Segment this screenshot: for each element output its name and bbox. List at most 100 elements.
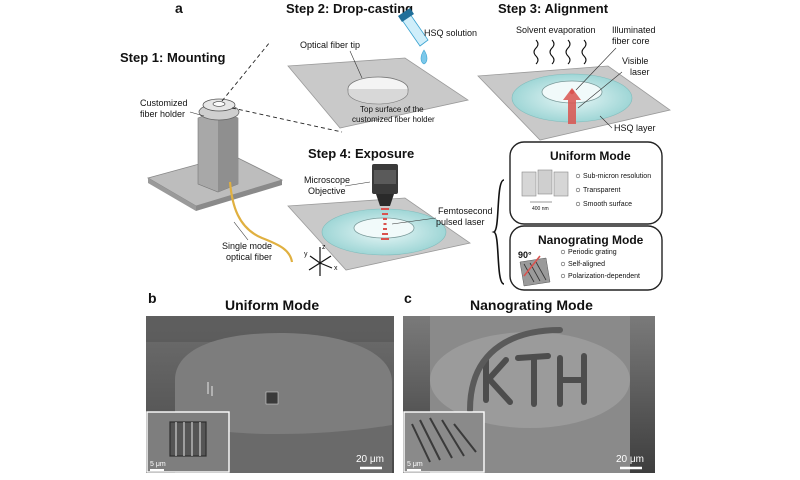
sem-c-scale-label: 20 μm	[616, 454, 644, 465]
evaporation-waves	[533, 39, 587, 65]
step3-layer-label: HSQ layer	[614, 123, 656, 133]
step3-laser-label-2: laser	[630, 67, 650, 77]
nanograting-item-1: Periodic grating	[568, 249, 617, 256]
fiber-label-1: Single mode	[222, 241, 272, 251]
wave-2	[549, 39, 555, 65]
uniform-bullet-3	[575, 201, 581, 207]
laser-dash-7	[381, 238, 389, 240]
step4-objective-label-2: Objective	[308, 186, 346, 196]
uniform-block-3	[553, 171, 569, 197]
step1-title: Step 1: Mounting	[120, 50, 225, 65]
holder-leader	[189, 111, 205, 117]
uniform-block-2	[537, 169, 553, 195]
microscope-objective	[372, 164, 398, 206]
nanograting-structure-icon	[519, 255, 551, 287]
step2-solution-label: HSQ solution	[424, 28, 477, 38]
mode-brace	[491, 179, 505, 285]
step3-layer-leader	[599, 115, 613, 129]
step2-surface-label-2: customized fiber holder	[352, 115, 435, 124]
panel-label-a: a	[175, 0, 183, 16]
step3-core-label-1: Illuminated	[612, 25, 656, 35]
objective-nose	[376, 194, 394, 206]
nanograting-item-2: Self-aligned	[568, 261, 605, 268]
inset-grating-5	[453, 423, 477, 453]
step2-tip-label: Optical fiber tip	[300, 40, 360, 50]
fiber-cable	[228, 181, 294, 263]
inset-grating-1	[411, 423, 431, 463]
holder-label-1: Customized	[140, 98, 188, 108]
uniform-bullet-2	[575, 187, 581, 193]
step2-tip-side	[347, 89, 409, 105]
mount-base-edge-right	[196, 180, 282, 211]
holder-label-2: fiber holder	[140, 109, 185, 119]
polarization-arrow	[523, 255, 541, 277]
step4-objective-leader	[344, 181, 371, 187]
zoom-line-top	[221, 41, 271, 102]
axes-gizmo	[308, 247, 333, 276]
zoom-line-bottom	[231, 107, 343, 133]
step4-laser-leader	[391, 217, 437, 225]
grating-line-3	[535, 261, 547, 281]
laser-dash-3	[383, 218, 387, 220]
step4-objective-label-1: Microscope	[304, 175, 350, 185]
uniform-block-1	[521, 171, 537, 197]
nano-bullet-1	[560, 249, 566, 255]
laser-dash-2	[382, 213, 388, 215]
kth-k-lower	[487, 377, 513, 405]
uniform-item-2: Transparent	[583, 187, 621, 194]
axis-x-label: x	[334, 265, 338, 272]
wave-1	[533, 39, 539, 65]
wave-3	[565, 39, 571, 65]
mount-base-edge-left	[148, 178, 196, 211]
uniform-structure-icon	[521, 169, 569, 203]
drop	[420, 49, 428, 65]
fiber-leader	[233, 221, 249, 241]
inset-grating-3	[429, 417, 453, 459]
axis-y-neg	[319, 255, 332, 264]
nanograting-item-3: Polarization-dependent	[568, 273, 640, 280]
sem-c-kth-structures	[483, 353, 587, 407]
step3-laser-leader	[577, 71, 623, 109]
axis-x	[319, 262, 333, 269]
sem-c-title: Nanograting Mode	[470, 297, 593, 313]
mount-post-side	[218, 110, 238, 192]
nanograting-mode-title: Nanograting Mode	[538, 233, 644, 247]
panel-label-b: b	[148, 290, 157, 306]
nanograting-angle: 90°	[518, 250, 532, 260]
laser-dash-4	[383, 223, 387, 225]
kth-k-upper	[485, 357, 509, 383]
uniform-item-1: Sub-micron resolution	[583, 173, 651, 180]
step3-laser-label-1: Visible	[622, 56, 648, 66]
inset-grating-2	[419, 419, 441, 461]
sem-b-inset-lattice	[169, 421, 207, 457]
step3-evap-label: Solvent evaporation	[516, 25, 596, 35]
laser-dash-1	[381, 208, 389, 210]
femtosecond-laser	[381, 208, 389, 240]
step4-laser-label-2: pulsed laser	[436, 217, 485, 227]
axis-y-label: y	[304, 251, 308, 258]
inset-grating-4	[441, 419, 465, 457]
nano-bullet-2	[560, 261, 566, 267]
step3-laser-arrow	[563, 88, 581, 124]
step4-laser-label-1: Femtosecond	[438, 206, 493, 216]
axis-y	[309, 255, 321, 264]
step3-core-label-2: fiber core	[612, 36, 650, 46]
sem-c-fiber-face	[430, 332, 630, 428]
holder-tip	[212, 101, 226, 107]
sem-b-scale-label: 20 μm	[356, 454, 384, 465]
sem-b-title: Uniform Mode	[225, 297, 319, 313]
sem-b-inset-scale-label: 5 μm	[150, 461, 166, 468]
uniform-scale-label: 400 nm	[532, 206, 549, 212]
uniform-bullet-1	[575, 173, 581, 179]
step2-surface-label-1: Top surface of the	[360, 105, 424, 114]
dropper-bulb	[398, 8, 414, 22]
laser-dash-5	[383, 228, 387, 230]
step4-title: Step 4: Exposure	[308, 146, 414, 161]
sem-c-arc-structure	[467, 327, 563, 413]
sem-b-woodpile	[265, 391, 279, 405]
wave-4	[581, 39, 587, 65]
step2-title: Step 2: Drop-casting	[286, 1, 413, 16]
fiber-label-2: optical fiber	[226, 252, 272, 262]
laser-dash-6	[382, 233, 388, 235]
